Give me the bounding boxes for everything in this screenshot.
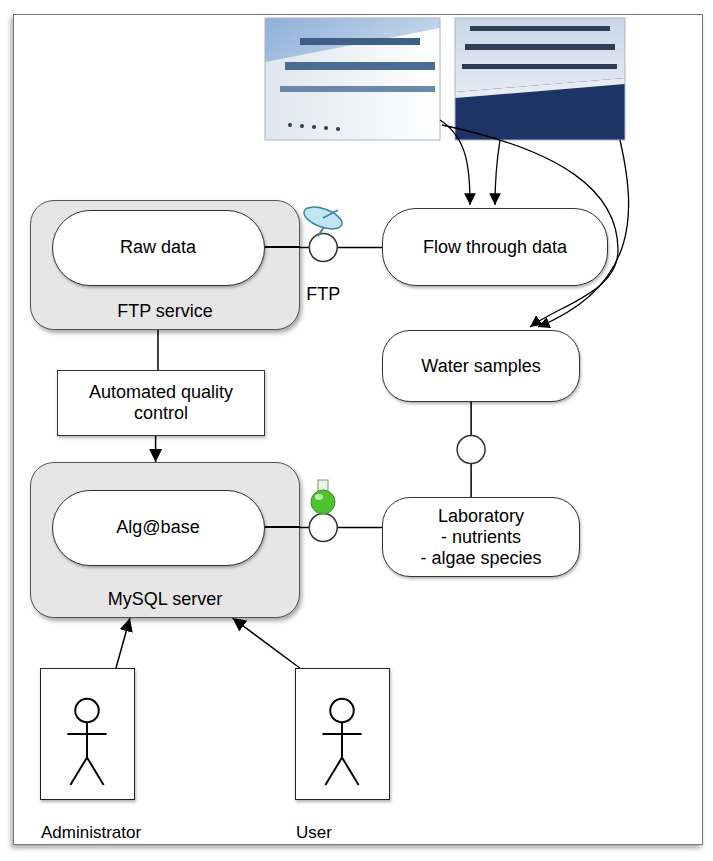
node-text: Water samples bbox=[421, 356, 540, 377]
node-text: Automated quality control bbox=[71, 382, 251, 424]
satellite-dish-icon bbox=[301, 203, 345, 236]
edge-label-holder: FTP bbox=[306, 284, 340, 305]
ship-photo bbox=[265, 18, 440, 140]
flask-icon bbox=[311, 480, 335, 514]
connector bbox=[157, 330, 158, 370]
connector bbox=[457, 402, 485, 497]
edge-label: FTP bbox=[306, 284, 340, 305]
actor-box: User bbox=[295, 668, 390, 800]
group-box: FTP service Raw data bbox=[30, 200, 300, 330]
process-box: Automated quality control bbox=[57, 370, 265, 436]
ship-photo bbox=[455, 18, 625, 140]
node-text: MySQL server bbox=[108, 589, 222, 610]
group-box: MySQL server Alg@base bbox=[30, 462, 300, 618]
node-text: Raw data bbox=[120, 237, 196, 258]
actor-figure bbox=[41, 669, 134, 799]
node-text: FTP service bbox=[117, 301, 213, 322]
data-pill: Laboratory - nutrients - algae species bbox=[382, 497, 580, 577]
node-text: User bbox=[296, 822, 332, 843]
node-text: Alg@base bbox=[116, 517, 199, 538]
data-pill: Raw data bbox=[52, 210, 265, 286]
connector-stub bbox=[264, 246, 300, 248]
connector bbox=[155, 436, 156, 462]
connector bbox=[233, 618, 300, 668]
connector-stub bbox=[264, 526, 300, 528]
actor-figure bbox=[296, 669, 389, 799]
data-pill: Flow through data bbox=[382, 208, 608, 286]
actor-box: Administrator bbox=[40, 668, 135, 800]
node-text: Laboratory - nutrients - algae species bbox=[420, 506, 541, 569]
connector bbox=[116, 618, 130, 668]
data-pill: Water samples bbox=[382, 330, 580, 402]
data-pill: Alg@base bbox=[52, 490, 265, 566]
node-text: Flow through data bbox=[423, 237, 567, 258]
node-text: Administrator bbox=[41, 822, 141, 843]
